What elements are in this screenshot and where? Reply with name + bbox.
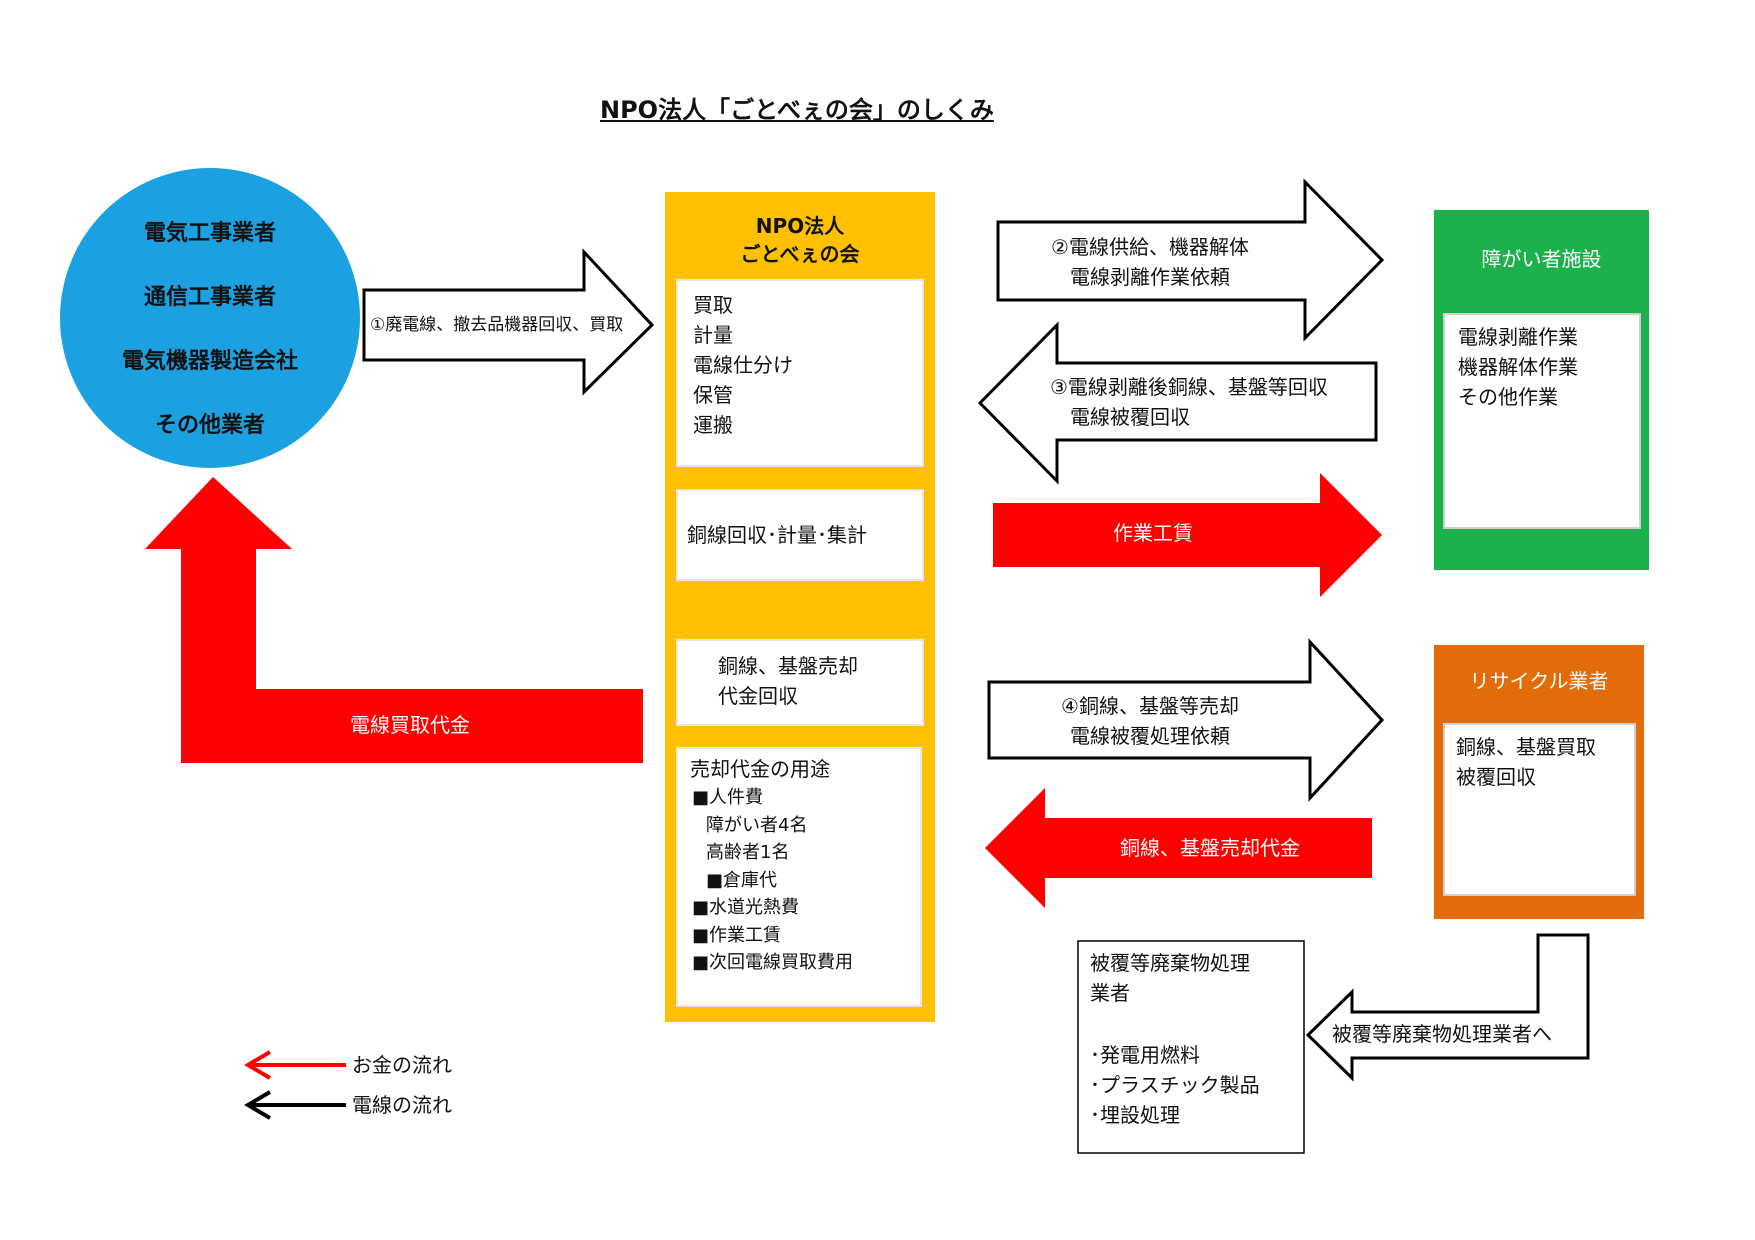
waste-item: ･プラスチック製品 (1090, 1073, 1260, 1097)
arrow2-line: ②電線供給、機器解体 (1051, 235, 1249, 259)
npo-box1-item: 買取 (693, 293, 733, 317)
recycle-list: 銅線、基盤買取 被覆回収 (1456, 732, 1596, 792)
supplier-1: 電気工事業者 (143, 221, 276, 246)
npo-box4-item: ■作業工賃 (692, 924, 782, 946)
arrow3-line: ③電線剥離後銅線、基盤等回収 (1050, 375, 1328, 399)
arrow2-shape (996, 178, 1385, 342)
facility-item: 機器解体作業 (1458, 355, 1578, 379)
sale-arrow-label: 銅線、基盤売却代金 (1120, 836, 1300, 860)
npo-box3 (676, 639, 924, 726)
npo-box2 (676, 489, 924, 581)
npo-box3-line: 代金回収 (718, 684, 798, 708)
waste-title: 被覆等廃棄物処理 業者 (1090, 948, 1250, 1008)
npo-title-line1: NPO法人 (755, 214, 845, 238)
facility-item: その他作業 (1458, 385, 1558, 409)
npo-box1-item: 運搬 (693, 413, 733, 437)
npo-box3-text: 銅線、基盤売却 代金回収 (718, 651, 858, 711)
recycle-item: 被覆回収 (1456, 765, 1536, 789)
wage-arrow-shape (993, 473, 1382, 597)
facility-item: 電線剥離作業 (1458, 325, 1578, 349)
npo-box4-title: 売却代金の用途 (690, 757, 830, 781)
npo-box4-item: ■次回電線買取費用 (692, 952, 854, 973)
npo-box1 (676, 279, 924, 467)
waste-list: ･発電用燃料 ･プラスチック製品 ･埋設処理 (1090, 1040, 1260, 1130)
arrow2-label: ②電線供給、機器解体 電線剥離作業依頼 (1000, 232, 1300, 292)
waste-title-line: 業者 (1090, 981, 1130, 1005)
waste-box (1077, 940, 1305, 1154)
arrow1-label: ①廃電線、撤去品機器回収、買取 (370, 315, 624, 335)
waste-arrow-label: 被覆等廃棄物処理業者へ (1332, 1022, 1552, 1046)
npo-box4-list: ■人件費 障がい者4名 高齢者1名 ■倉庫代 ■水道光熱費 ■作業工賃 ■次回電… (692, 784, 853, 977)
arrow4-label: ④銅線、基盤等売却 電線被覆処理依頼 (995, 691, 1305, 751)
npo-box4-item: ■水道光熱費 (692, 897, 800, 918)
npo-box1-item: 保管 (693, 383, 733, 407)
npo-box4-item: ■倉庫代 (706, 869, 778, 891)
npo-box1-list: 買取 計量 電線仕分け 保管 運搬 (693, 290, 793, 440)
arrow2-line: 電線剥離作業依頼 (1070, 265, 1230, 289)
supplier-3: 電気機器製造会社 (121, 349, 298, 374)
supplier-4: その他業者 (154, 413, 265, 438)
supplier-2: 通信工事業者 (143, 285, 276, 310)
purchase-arrow-label: 電線買取代金 (350, 713, 470, 737)
facility-inner (1443, 313, 1641, 529)
legend-money-label: お金の流れ (352, 1053, 452, 1077)
waste-title-line: 被覆等廃棄物処理 (1090, 951, 1250, 975)
waste-arrow-shape (1305, 933, 1590, 1082)
npo-box1-item: 計量 (693, 323, 733, 347)
arrow4-shape (987, 638, 1385, 802)
npo-box4-item: ■人件費 (692, 787, 764, 808)
arrow4-line: 電線被覆処理依頼 (1070, 724, 1230, 748)
waste-item: ･発電用燃料 (1090, 1043, 1200, 1067)
npo-title-line2: ごとべぇの会 (740, 242, 860, 266)
legend-wire-head (244, 1090, 272, 1120)
waste-item: ･埋設処理 (1090, 1103, 1180, 1127)
npo-box1-item: 電線仕分け (693, 353, 793, 377)
recycle-inner (1443, 723, 1636, 896)
npo-box4-item: 障がい者4名 (706, 814, 808, 836)
page-title: NPO法人「ごとべぇの会」のしくみ (600, 96, 994, 124)
npo-box4 (676, 747, 922, 1007)
recycle-title: リサイクル業者 (1469, 669, 1609, 693)
arrow3-shape (977, 321, 1378, 485)
suppliers-circle (60, 168, 360, 468)
npo-box2-text: 銅線回収･計量･集計 (687, 523, 867, 547)
purchase-arrow-shape (145, 477, 643, 763)
arrow3-label: ③電線剥離後銅線、基盤等回収 電線被覆回収 (1050, 372, 1328, 432)
npo-title: NPO法人 ごとべぇの会 (665, 212, 935, 268)
wage-arrow-label: 作業工賃 (1113, 521, 1193, 545)
npo-box4-item: 高齢者1名 (706, 842, 790, 863)
legend-wire-label: 電線の流れ (352, 1093, 452, 1117)
arrow1-shape (362, 248, 655, 396)
arrow4-line: ④銅線、基盤等売却 (1061, 694, 1239, 718)
sale-arrow-shape (985, 788, 1372, 908)
facility-title: 障がい者施設 (1481, 247, 1602, 271)
arrow3-line: 電線被覆回収 (1070, 405, 1190, 429)
facility-list: 電線剥離作業 機器解体作業 その他作業 (1458, 322, 1578, 412)
recycle-item: 銅線、基盤買取 (1456, 735, 1596, 759)
npo-box3-line: 銅線、基盤売却 (718, 654, 858, 678)
legend-money-head (244, 1050, 272, 1080)
